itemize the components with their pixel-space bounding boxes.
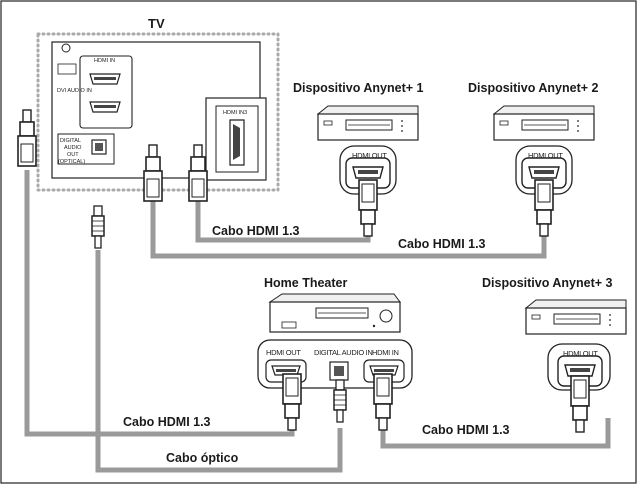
home-theater-title: Home Theater [264, 276, 347, 290]
cable-hdmi-left [24, 170, 295, 437]
tv-dvi-audio-label: DVI AUDIO IN [57, 88, 92, 94]
anynet1-port-label: HDMI OUT [352, 151, 387, 160]
cable-hdmi-anynet1 [195, 200, 371, 243]
tv-panel: HDMI IN DVI AUDIO IN DIGITAL AUDIO OUT (… [36, 16, 280, 192]
tv-hdmi-plug-left [17, 109, 37, 167]
cable-optical [95, 250, 343, 473]
tv-hdmi-in3-label: HDMI IN3 [223, 110, 247, 116]
anynet2-port-label: HDMI OUT [528, 151, 563, 160]
cable-label-hdmi-4: Cabo HDMI 1.3 [422, 423, 510, 437]
ht-port-hdmi-out-label: HDMI OUT [266, 348, 301, 357]
anynet1-title: Dispositivo Anynet+ 1 [293, 81, 424, 95]
ht-hdmi-out-plug [282, 373, 302, 431]
anynet2-plug [534, 179, 554, 237]
anynet3-device [525, 299, 627, 335]
tv-optical-label-3: OUT [67, 152, 79, 158]
cable-label-hdmi-2: Cabo HDMI 1.3 [398, 237, 486, 251]
tv-optical-label-4: (OPTICAL) [58, 159, 85, 165]
tv-optical-label-2: AUDIO [64, 145, 82, 151]
ht-optical-plug [333, 379, 347, 423]
cable-label-optical: Cabo óptico [166, 451, 239, 465]
tv-hdmi-in-label: HDMI IN [94, 58, 115, 64]
cable-hdmi-anynet3 [380, 418, 611, 449]
ht-port-hdmi-in-label: HDMI IN [372, 348, 399, 357]
home-theater-port-panel [257, 339, 413, 389]
ht-port-digital-label: DIGITAL AUDIO IN [314, 348, 373, 357]
anynet2-device [493, 105, 595, 141]
tv-optical-label-1: DIGITAL [60, 138, 81, 144]
cable-hdmi-anynet2 [150, 200, 547, 259]
anynet2-title: Dispositivo Anynet+ 2 [468, 81, 599, 95]
anynet1-device [317, 105, 419, 141]
anynet3-port-label: HDMI OUT [563, 349, 598, 358]
anynet1-plug [358, 179, 378, 237]
ht-hdmi-in-plug [373, 373, 393, 431]
anynet3-plug [570, 375, 590, 433]
cable-label-hdmi-1: Cabo HDMI 1.3 [212, 224, 300, 238]
tv-title: TV [148, 16, 165, 31]
anynet3-title: Dispositivo Anynet+ 3 [482, 276, 613, 290]
home-theater-device [268, 293, 401, 333]
cable-label-hdmi-3: Cabo HDMI 1.3 [123, 415, 211, 429]
tv-optical-plug [91, 205, 105, 249]
